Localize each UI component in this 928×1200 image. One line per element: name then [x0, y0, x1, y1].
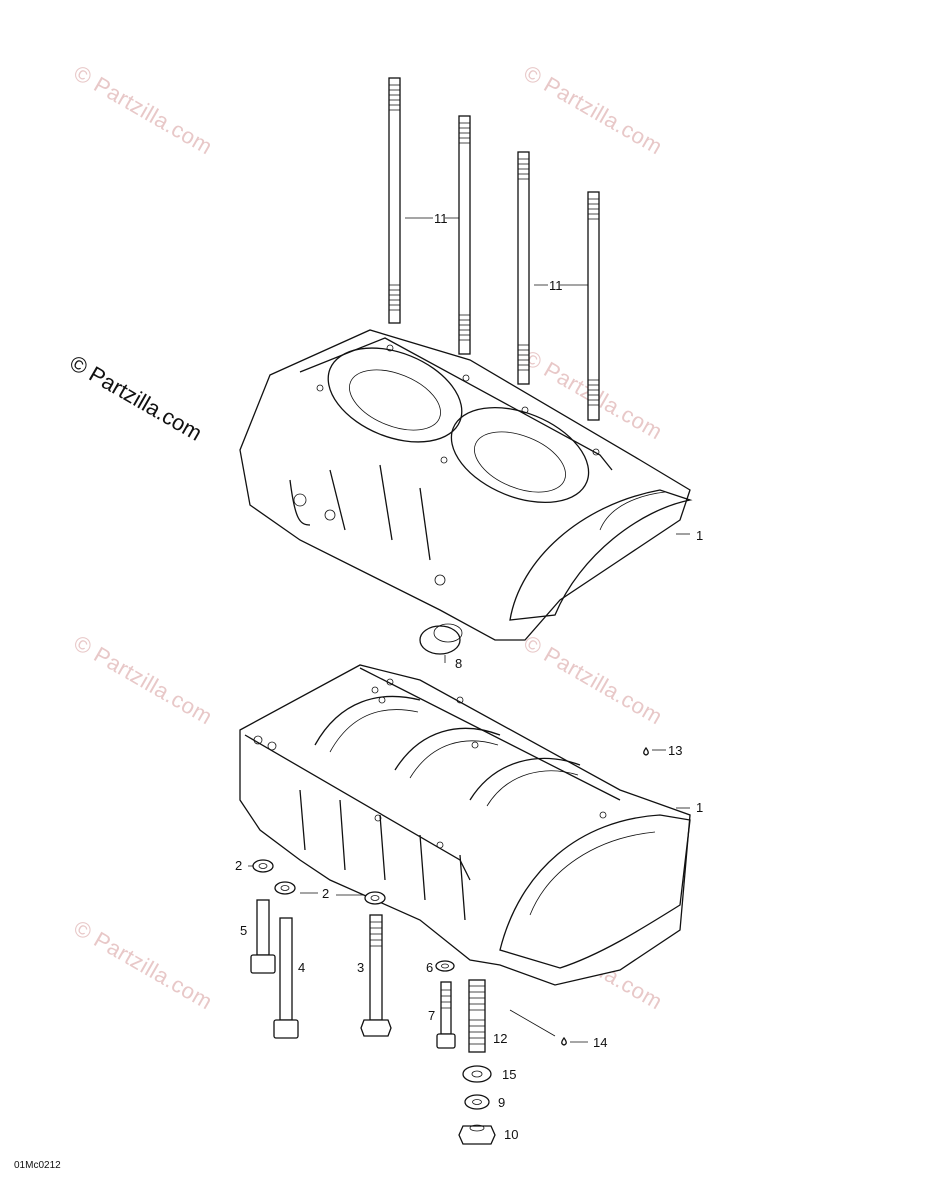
plug: 8 — [419, 623, 463, 671]
washer-15: 15 — [462, 1065, 516, 1083]
callout-5: 5 — [240, 923, 247, 938]
bolt-7: 7 — [428, 981, 456, 1049]
upper-crankcase: 1 — [239, 329, 703, 641]
callout-1-upper: 1 — [696, 528, 703, 543]
stud-3 — [517, 151, 530, 385]
washer-9: 9 — [464, 1094, 505, 1110]
callout-2-right: 2 — [322, 886, 329, 901]
stud-4 — [587, 191, 600, 421]
stud-1 — [388, 77, 401, 324]
callout-4: 4 — [298, 960, 305, 975]
bolt-4: 4 — [273, 917, 305, 1039]
callout-11-upper: 11 — [434, 211, 448, 226]
callout-7: 7 — [428, 1008, 435, 1023]
callout-6: 6 — [426, 960, 433, 975]
callout-1-lower: 1 — [696, 800, 703, 815]
washers-2: 2 2 — [235, 858, 386, 905]
nut-10: 10 — [458, 1124, 518, 1145]
drop-14: 14 — [509, 1009, 607, 1050]
callout-2-left: 2 — [235, 858, 242, 873]
drawing-code: 01Mc0212 — [14, 1160, 61, 1171]
callout-10: 10 — [504, 1127, 518, 1142]
callout-3: 3 — [357, 960, 364, 975]
callout-15: 15 — [502, 1067, 516, 1082]
callout-14: 14 — [593, 1035, 607, 1050]
lower-crankcase: 1 13 — [239, 664, 703, 986]
callout-8: 8 — [455, 656, 462, 671]
bolt-5: 5 — [240, 899, 276, 974]
callout-11-lower: 11 — [549, 278, 563, 293]
stud-12: 12 — [468, 979, 507, 1053]
callout-9: 9 — [498, 1095, 505, 1110]
callout-12: 12 — [493, 1031, 507, 1046]
stud-group: 11 11 — [388, 77, 600, 421]
washer-6: 6 — [426, 960, 455, 975]
bolt-3: 3 — [357, 914, 392, 1037]
stud-2 — [458, 115, 471, 355]
callout-13: 13 — [668, 743, 682, 758]
